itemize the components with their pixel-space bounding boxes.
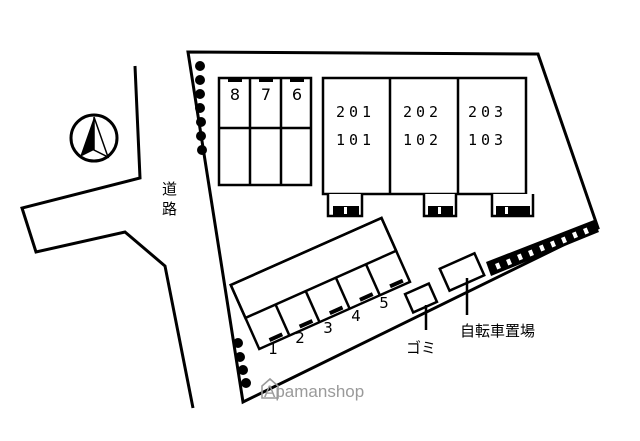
hedge-bottom-left [233,338,251,388]
unit-103: 103 [468,131,507,149]
house-logo-icon [261,377,279,399]
parking-space-2: 2 [295,329,305,347]
road-label-1: 道 [162,180,177,198]
parking-space-1: 1 [268,340,278,358]
unit-101: 101 [336,131,375,149]
parking-space-4: 4 [351,307,361,325]
parking-space-6: 6 [292,85,302,104]
unit-201: 201 [336,103,375,121]
watermark-text: Apamanshop [264,382,364,401]
parking-upper-marks [228,78,304,82]
bicycle-parking-label: 自転車置場 [460,322,535,340]
parking-space-8: 8 [230,85,240,104]
parking-space-3: 3 [323,319,333,337]
unit-203: 203 [468,103,507,121]
watermark: Apamanshop [261,377,364,401]
hedge-left [195,61,207,155]
unit-202: 202 [403,103,442,121]
garbage-label: ゴミ [406,339,436,357]
parking-space-5: 5 [379,294,389,312]
entrance-steps [326,194,535,218]
parking-space-7: 7 [261,85,271,104]
north-arrow-icon [69,113,119,163]
garbage-area [403,281,439,330]
hedge-right [486,220,599,276]
parking-lower [229,216,412,351]
road-label-2: 路 [162,200,177,218]
property-outline [186,50,600,405]
road-left [20,65,195,409]
unit-102: 102 [403,131,442,149]
bicycle-parking [438,251,486,315]
